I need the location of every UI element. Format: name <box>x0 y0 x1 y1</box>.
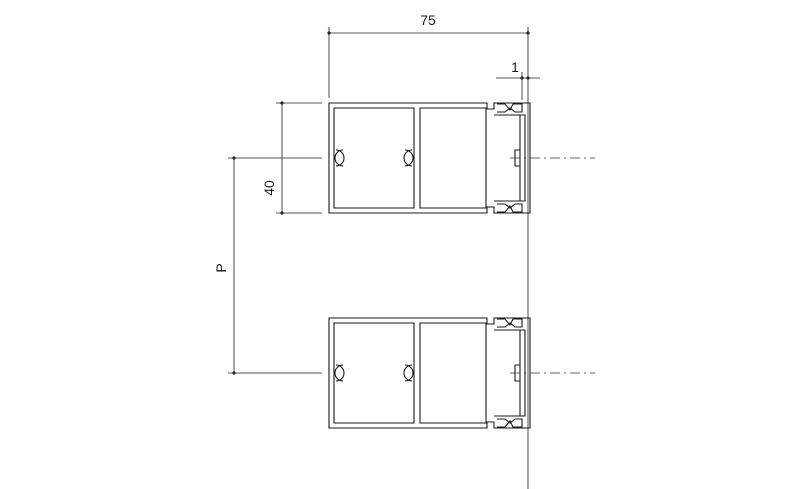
top-profile <box>328 102 595 214</box>
gap-dimension: 1 <box>496 59 540 100</box>
width-dimension: 75 <box>327 12 530 489</box>
width-dimension-label: 75 <box>420 12 436 28</box>
pitch-dimension: P <box>213 156 322 375</box>
height-dimension: 40 <box>261 101 322 215</box>
gap-dimension-label: 1 <box>511 59 519 75</box>
bottom-profile <box>328 317 595 429</box>
height-dimension-label: 40 <box>261 180 277 196</box>
pitch-dimension-label: P <box>213 263 229 272</box>
